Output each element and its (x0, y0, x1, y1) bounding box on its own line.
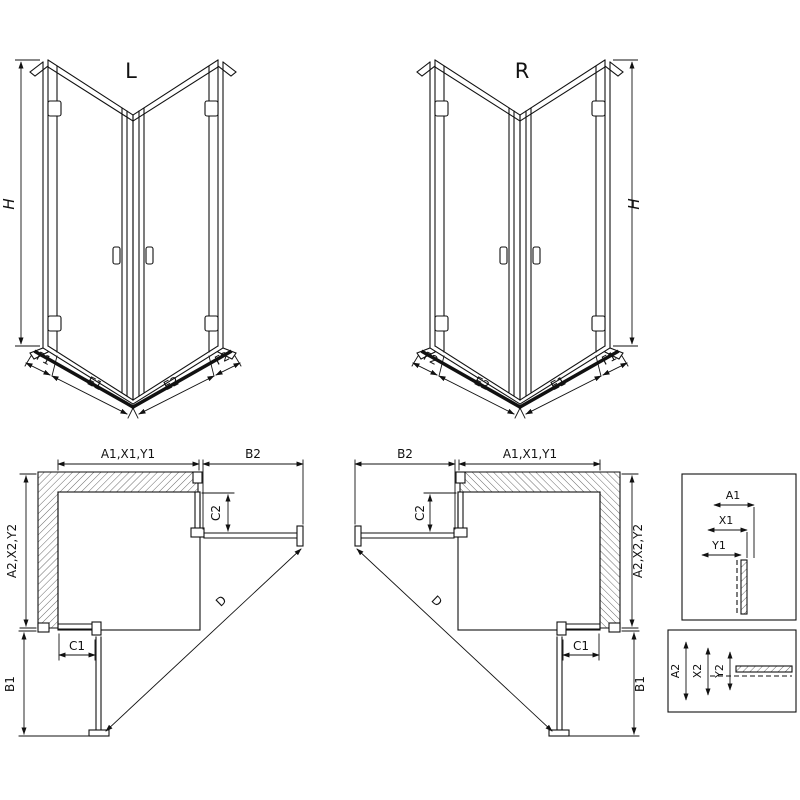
height-label-left: H (0, 198, 18, 209)
plan-structure-left (19, 460, 303, 736)
variant-label-right: R (515, 59, 530, 83)
detail-top-dimension-lines (701, 502, 755, 558)
plan-view-left: A1,X1,Y1 B2 C2 A2,X2,Y2 C1 B1 D (3, 447, 303, 736)
detail-box-bottom-frame (667, 629, 797, 713)
height-dimension-right (613, 59, 638, 347)
dim-label-e2-right: E2 (472, 374, 492, 393)
plan-view-right: B2 A1,X1,Y1 C2 A2,X2,Y2 C1 B1 D (355, 447, 647, 736)
detail-label-x1: X1 (719, 514, 734, 527)
detail-label-y2: Y2 (713, 664, 726, 679)
detail-box-horizontal-profile: A2 X2 Y2 (667, 629, 797, 713)
plan-structure-right (355, 460, 639, 736)
front-view-right: R H F2 E2 E1 F1 (412, 59, 643, 418)
detail-bottom-dimension-lines (683, 641, 733, 701)
dim-label-b1-left: B1 (3, 676, 17, 692)
detail-box-top-frame (681, 473, 797, 621)
variant-label-left: L (125, 59, 137, 83)
detail-label-y1: Y1 (711, 539, 726, 552)
dim-label-f1-left: F1 (34, 349, 53, 368)
front-structure-right (412, 60, 628, 418)
detail-label-x2: X2 (691, 664, 704, 679)
dim-label-depth-right: A2,X2,Y2 (631, 524, 645, 578)
dim-label-c2-left: C2 (209, 505, 223, 521)
dim-label-c1-left: C1 (69, 639, 85, 653)
dim-label-c2-right: C2 (413, 505, 427, 521)
dim-label-width-left: A1,X1,Y1 (101, 447, 155, 461)
height-label-right: H (625, 198, 643, 209)
dim-label-e1-right: E1 (548, 374, 568, 393)
front-structure-left (25, 60, 241, 418)
front-view-left: L H F1 E1 E2 F2 (0, 59, 241, 418)
dim-label-b1-right: B1 (633, 676, 647, 692)
dim-label-width-right: A1,X1,Y1 (503, 447, 557, 461)
wall-profile-section-horizontal (735, 665, 793, 673)
dim-label-diagonal-left: D (213, 593, 229, 609)
dim-label-f2-right: F2 (421, 349, 440, 368)
wall-profile-section-vertical (740, 559, 748, 615)
dim-label-c1-right: C1 (573, 639, 589, 653)
dim-label-b2-right: B2 (397, 447, 413, 461)
dim-label-f2-left: F2 (213, 349, 232, 368)
dim-label-e2-left: E2 (161, 374, 181, 393)
detail-label-a2: A2 (669, 664, 682, 679)
dim-label-b2-left: B2 (245, 447, 261, 461)
height-dimension-left (15, 59, 40, 347)
dim-label-diagonal-right: D (429, 593, 445, 609)
detail-label-a1: A1 (726, 489, 741, 502)
dim-label-e1-left: E1 (85, 374, 105, 393)
dim-label-f1-right: F1 (600, 349, 619, 368)
detail-box-vertical-profile: A1 X1 Y1 (681, 473, 797, 621)
dim-label-depth-left: A2,X2,Y2 (5, 524, 19, 578)
